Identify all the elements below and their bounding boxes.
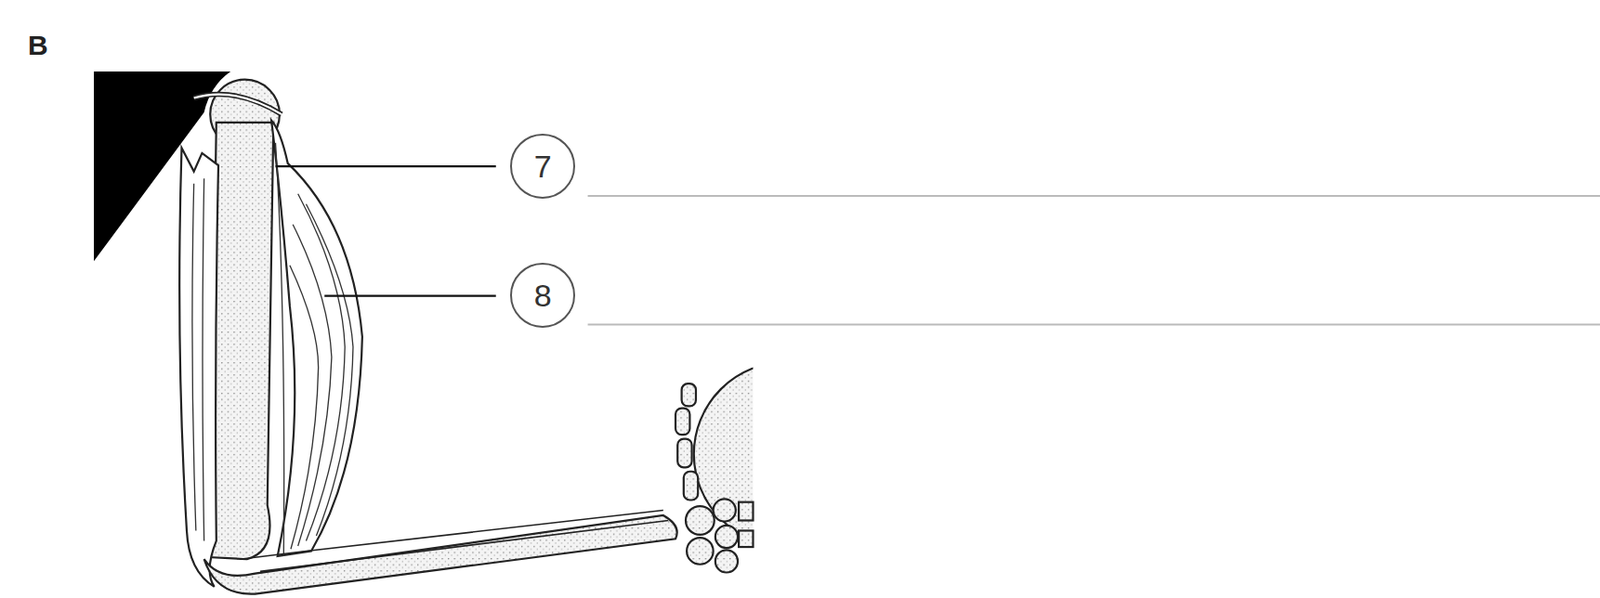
- callout-number: 8: [534, 279, 552, 312]
- callout-circle: 7: [510, 133, 576, 199]
- panel-letter: B: [27, 31, 49, 60]
- callout-circle: 8: [510, 262, 576, 328]
- callout-number: 7: [534, 150, 552, 183]
